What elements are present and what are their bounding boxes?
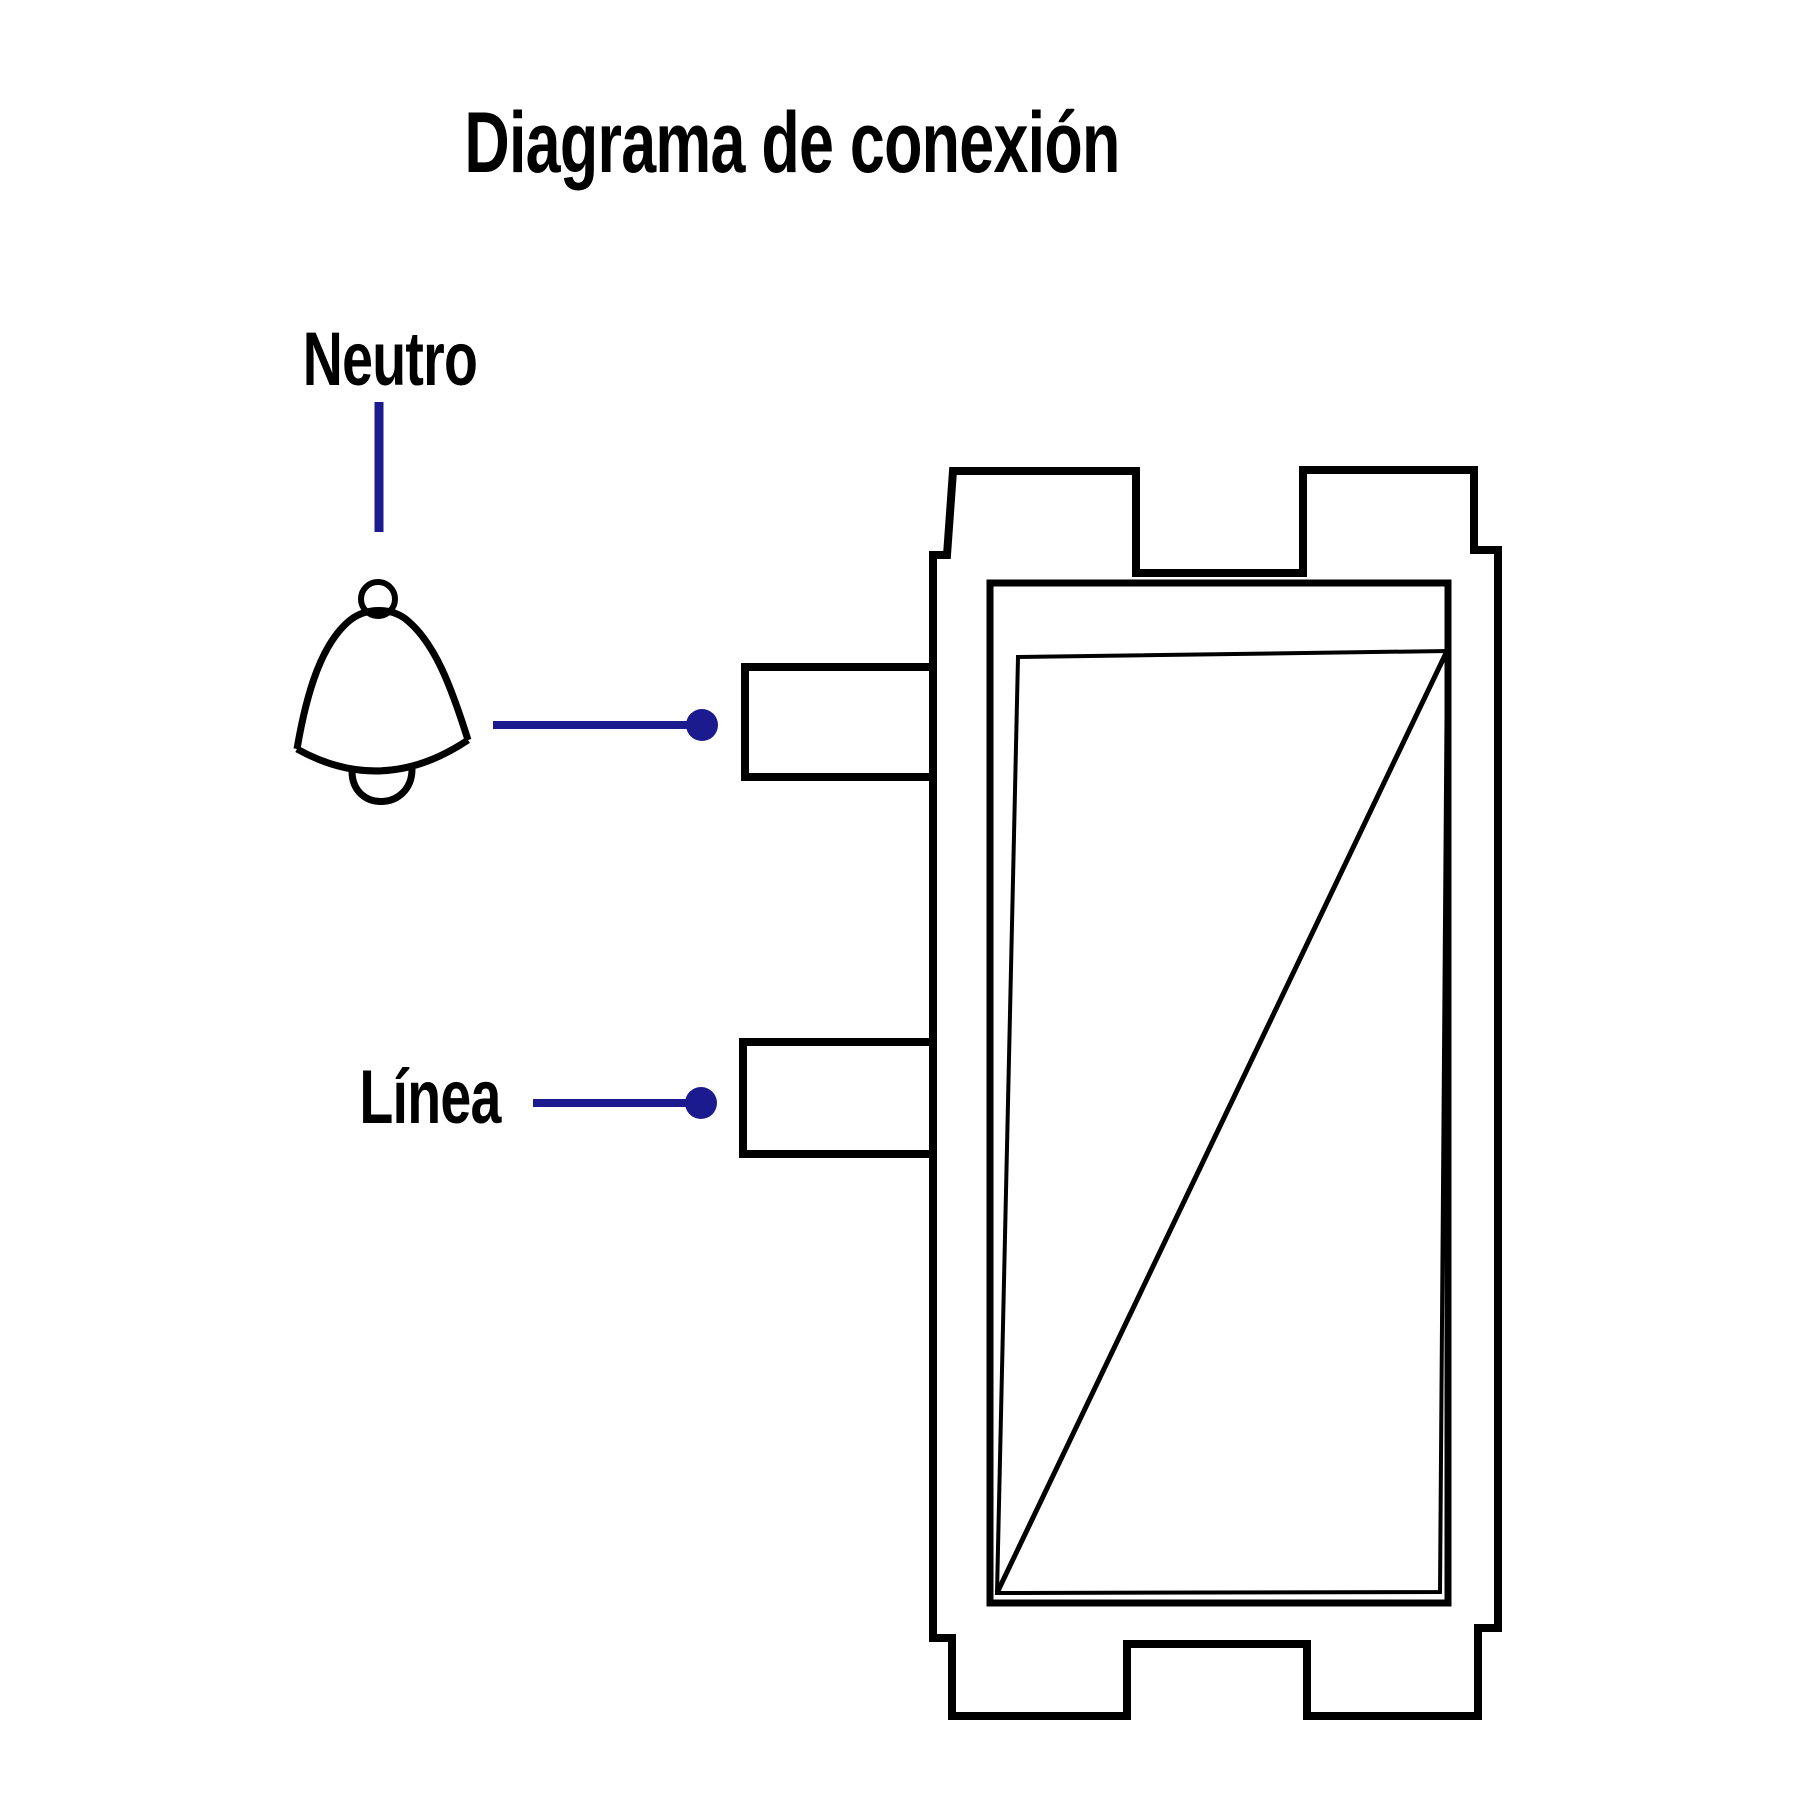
bell-rim-icon [295,737,470,775]
terminal-tab-upper [741,663,937,781]
bell-icon [293,579,472,805]
switch-diagonal-line [994,649,1450,1595]
switch-frame-middle [986,579,1452,1607]
terminal-tab-lower [739,1038,937,1158]
switch-body-outline [929,466,1502,1720]
neutral-terminal-dot [686,709,718,741]
bell-clapper-icon [348,768,416,805]
line-terminal-dot [685,1087,717,1119]
switch-frame-inner [994,648,1450,1596]
page-title: Diagrama de conexión [464,95,1120,191]
bell-ring-icon [358,579,398,619]
label-neutro: Neutro [302,317,478,402]
label-linea: Línea [359,1055,501,1140]
bell-body-icon [293,607,472,750]
switch-module-outline [739,466,1502,1720]
